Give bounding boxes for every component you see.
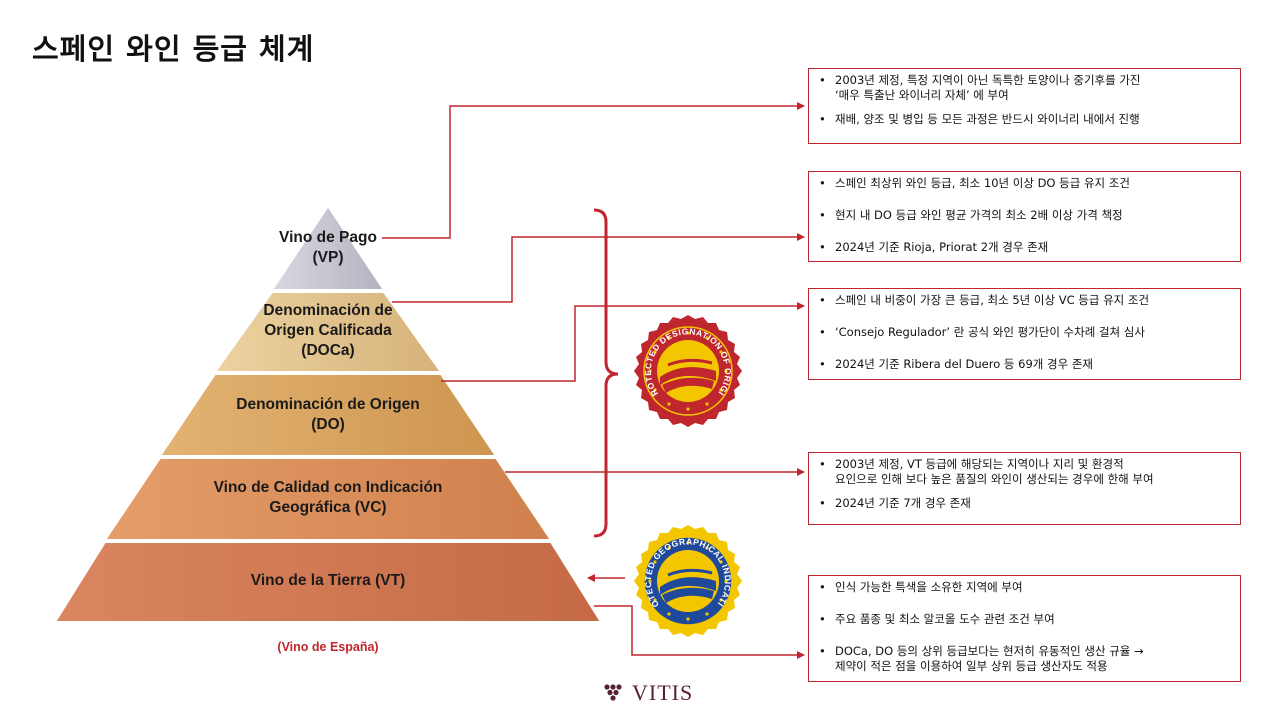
connector-vt bbox=[594, 605, 805, 659]
list-item: 주요 품종 및 최소 알코올 도수 관련 조건 부여 bbox=[817, 612, 1232, 627]
list-item: 2003년 제정, 특정 지역이 아닌 독특한 토양이나 중기후를 가진 ‘매우… bbox=[817, 73, 1232, 103]
list-item: 스페인 내 비중이 가장 큰 등급, 최소 5년 이상 VC 등급 유지 조건 bbox=[817, 293, 1232, 308]
list-item: 현지 내 DO 등급 와인 평균 가격의 최소 2배 이상 가격 책정 bbox=[817, 208, 1232, 223]
tier-doca-shape bbox=[213, 291, 443, 373]
vitis-logo: VITIS bbox=[604, 680, 693, 706]
list-item: 2024년 기준 Ribera del Duero 등 69개 경우 존재 bbox=[817, 357, 1232, 372]
box-do: 스페인 내 비중이 가장 큰 등급, 최소 5년 이상 VC 등급 유지 조건 … bbox=[808, 288, 1241, 380]
list-item: 2024년 기준 Rioja, Priorat 2개 경우 존재 bbox=[817, 240, 1232, 255]
list-item: 2003년 제정, VT 등급에 해당되는 지역이나 지리 및 환경적 요인으로… bbox=[817, 457, 1232, 487]
list-item: 인식 가능한 특색을 소유한 지역에 부여 bbox=[817, 580, 1232, 595]
tier-do-label: Denominación de Origen (DO) bbox=[236, 396, 420, 433]
tier-do-shape bbox=[158, 373, 498, 457]
tier-vc-label: Vino de Calidad con Indicación Geográfic… bbox=[213, 479, 443, 516]
connector-vp bbox=[382, 102, 805, 239]
logo-text: VITIS bbox=[632, 680, 694, 705]
box-vc: 2003년 제정, VT 등급에 해당되는 지역이나 지리 및 환경적 요인으로… bbox=[808, 452, 1241, 525]
tier-vp-label: Vino de Pago (VP) bbox=[279, 229, 377, 266]
tier-vt-label: Vino de la Tierra (VT) bbox=[250, 572, 406, 589]
tier-vt-shape bbox=[53, 541, 603, 623]
box-vp: 2003년 제정, 특정 지역이 아닌 독특한 토양이나 중기후를 가진 ‘매우… bbox=[808, 68, 1241, 144]
list-item: 재배, 양조 및 병입 등 모든 과정은 반드시 와이너리 내에서 진행 bbox=[817, 112, 1232, 127]
tier-vc-shape bbox=[103, 457, 553, 541]
bracket-brace bbox=[593, 208, 619, 538]
connector-doca bbox=[392, 233, 805, 303]
box-vt: 인식 가능한 특색을 소유한 지역에 부여 주요 품종 및 최소 알코올 도수 … bbox=[808, 575, 1241, 682]
box-doca: 스페인 최상위 와인 등급, 최소 10년 이상 DO 등급 유지 조건 현지 … bbox=[808, 171, 1241, 262]
pgi-seal-icon: PROTECTED GEOGRAPHICAL INDICATION bbox=[634, 525, 742, 637]
tier-doca-label: Denominación de Origen Calificada (DOCa) bbox=[263, 302, 393, 359]
tier-vp-shape bbox=[270, 204, 386, 291]
list-item: DOCa, DO 등의 상위 등급보다는 현저히 유동적인 생산 규율 → 제약… bbox=[817, 644, 1232, 674]
page-title: 스페인 와인 등급 체계 bbox=[32, 32, 315, 66]
list-item: ‘Consejo Regulador’ 란 공식 와인 평가단이 수차례 걸쳐 … bbox=[817, 325, 1232, 340]
pyramid-caption: (Vino de España) bbox=[277, 640, 379, 654]
list-item: 스페인 최상위 와인 등급, 최소 10년 이상 DO 등급 유지 조건 bbox=[817, 176, 1232, 191]
pdo-seal-icon: PROTECTED DESIGNATION OF ORIGIN bbox=[634, 315, 742, 427]
connector-do bbox=[441, 302, 805, 382]
grape-icon bbox=[604, 684, 622, 701]
list-item: 2024년 기준 7개 경우 존재 bbox=[817, 496, 1232, 511]
